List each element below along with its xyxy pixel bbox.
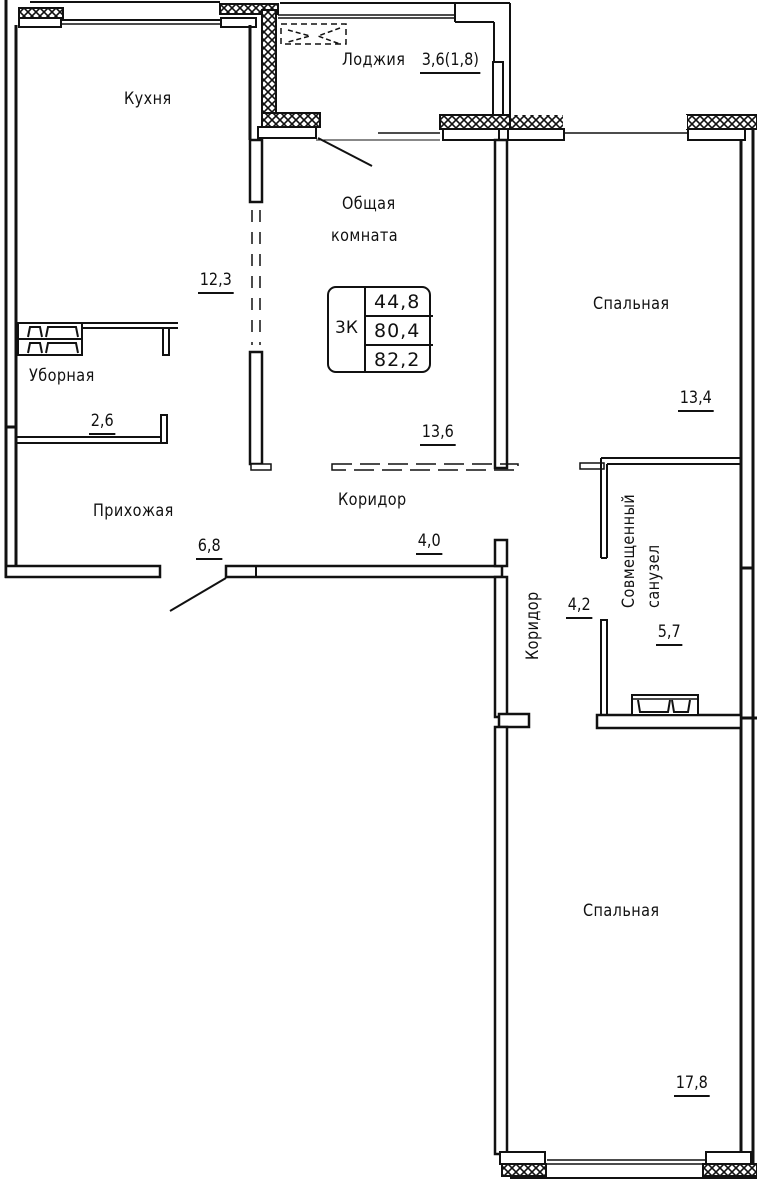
room-label-toilet: Уборная	[29, 366, 95, 386]
room-label-kitchen: Кухня	[124, 89, 172, 109]
room-label-corridor-1: Коридор	[338, 490, 407, 510]
room-area-corridor-2: 4,2	[566, 597, 593, 619]
total-area-with-loggia-value: 82,2	[374, 349, 421, 371]
room-label-bedroom-1: Спальная	[593, 294, 670, 314]
room-area-toilet: 2,6	[89, 413, 116, 435]
room-area-living: 13,6	[420, 424, 456, 446]
room-area-corridor-1: 4,0	[416, 533, 443, 555]
room-label-hallway: Прихожая	[93, 501, 174, 521]
room-label-living-line1: Общая	[342, 194, 396, 214]
room-label-loggia: Лоджия	[342, 50, 406, 70]
room-area-hallway: 6,8	[196, 538, 223, 560]
apartment-type: 3К	[335, 318, 358, 338]
apartment-summary-box: 3К 44,8 80,4 82,2	[327, 286, 433, 373]
room-area-kitchen: 12,3	[198, 272, 234, 294]
room-label-corridor-2: Коридор	[523, 591, 543, 660]
room-area-bedroom-2: 17,8	[674, 1075, 710, 1097]
room-label-bathroom-line1: Совмещенный	[619, 493, 639, 608]
room-label-bedroom-2: Спальная	[583, 901, 660, 921]
total-area-value: 80,4	[366, 317, 433, 346]
room-area-loggia: 3,6(1,8)	[420, 52, 481, 74]
room-area-bedroom-1: 13,4	[678, 390, 714, 412]
room-area-bathroom: 5,7	[656, 624, 683, 646]
room-label-living-line2: комната	[331, 226, 399, 246]
living-area-value: 44,8	[366, 288, 433, 317]
room-label-bathroom-line2: санузел	[644, 544, 664, 608]
area-summary-column: 44,8 80,4 82,2	[364, 288, 433, 371]
